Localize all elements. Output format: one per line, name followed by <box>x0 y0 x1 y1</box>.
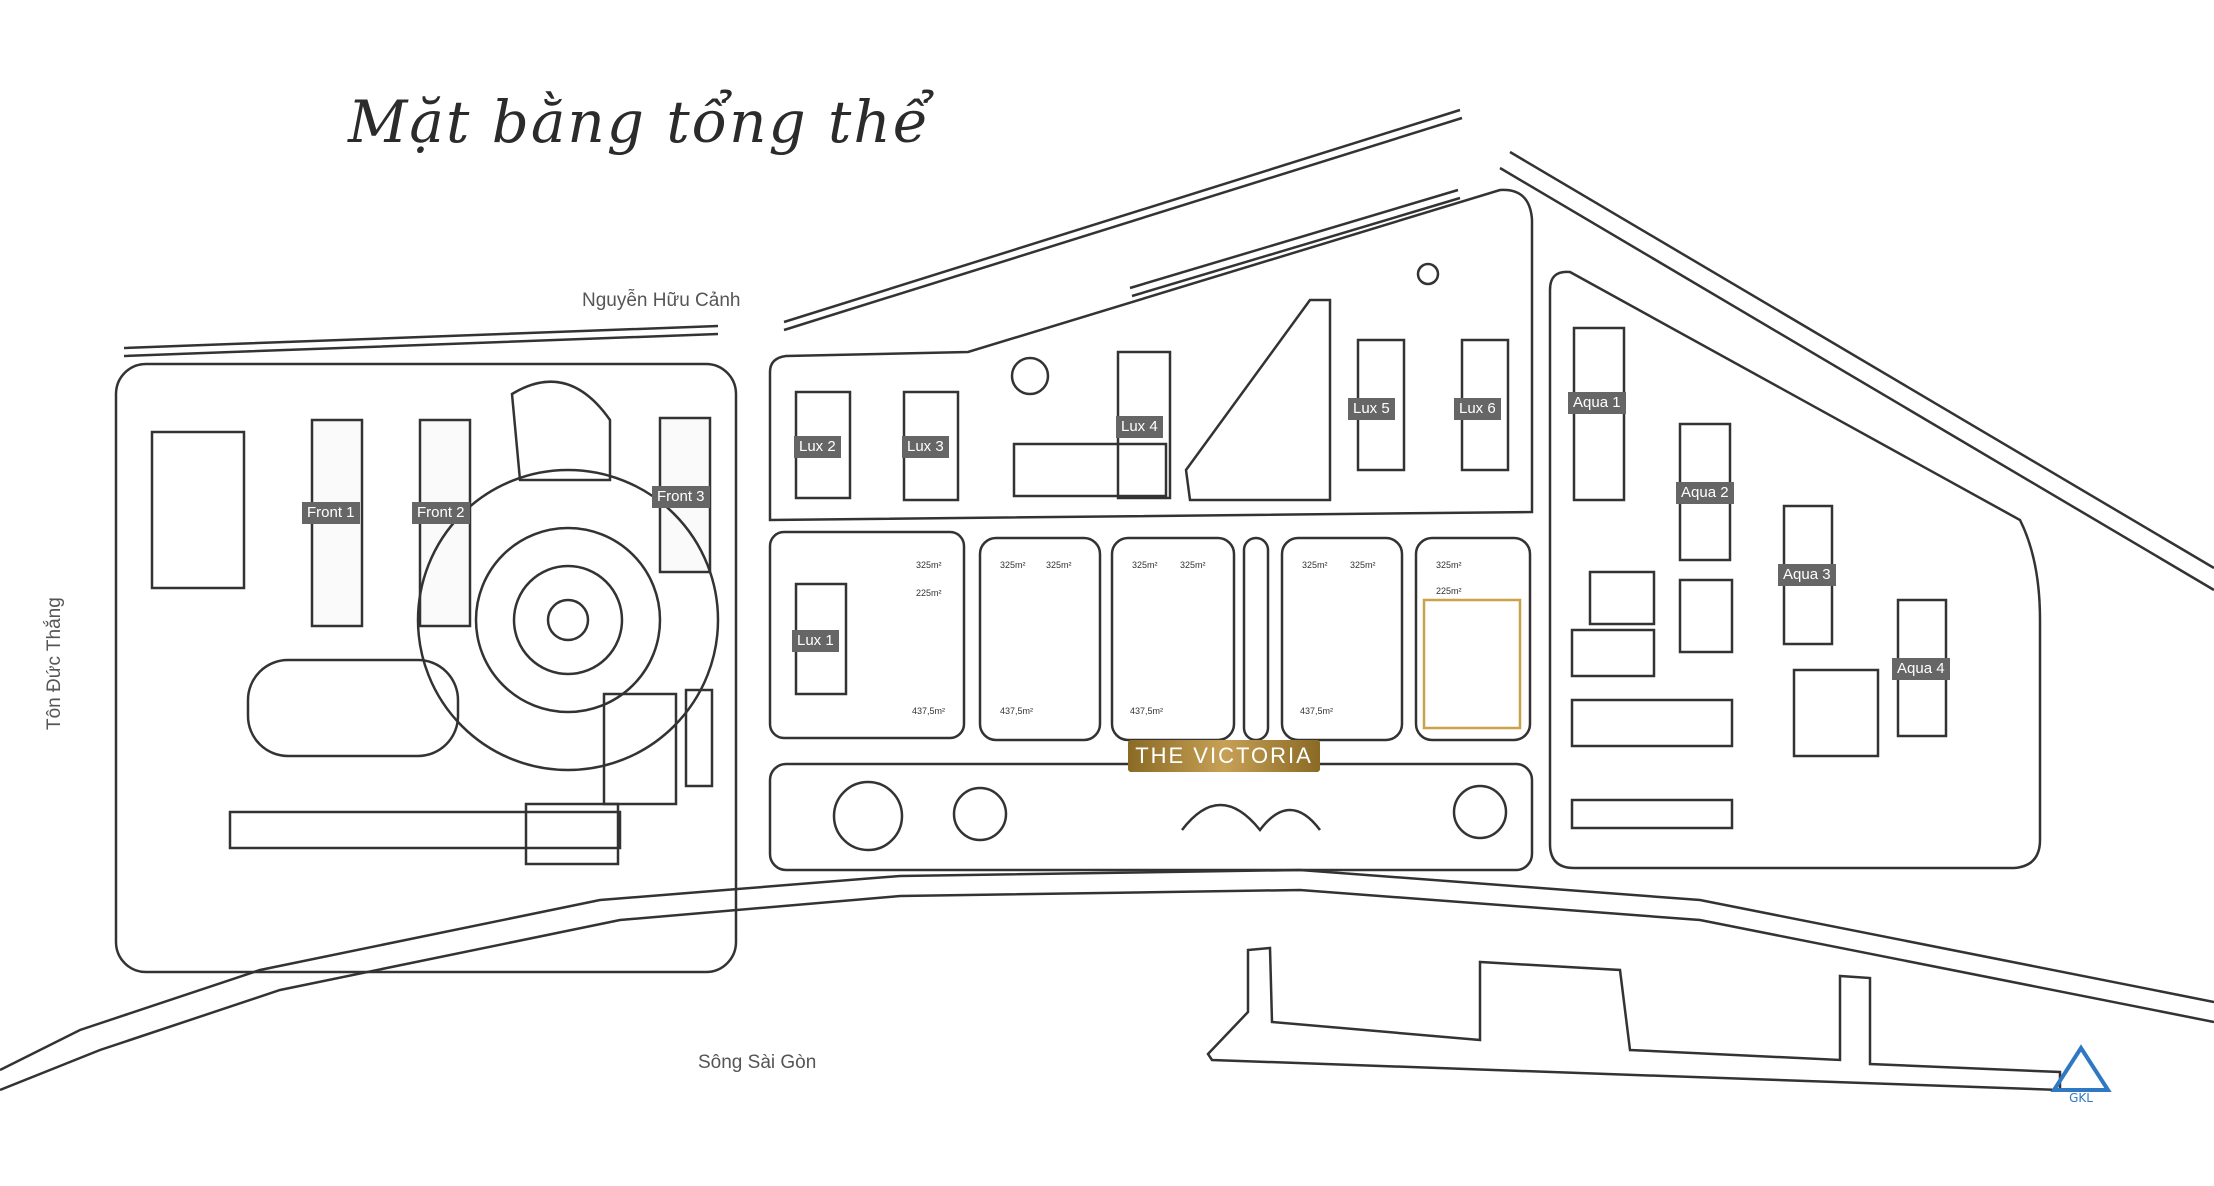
lot-area-label: 325m² <box>1000 560 1026 570</box>
lot-area-label: 325m² <box>1436 560 1462 570</box>
lot-area-label: 225m² <box>1436 586 1462 596</box>
road-nguyen-huu-canh <box>123 324 719 358</box>
building-label-lux6[interactable]: Lux 6 <box>1454 398 1501 420</box>
pier <box>1206 946 2062 1092</box>
park-south <box>768 762 1534 872</box>
gkl-logo: GKL <box>2050 1044 2112 1105</box>
building-label-aqua1[interactable]: Aqua 1 <box>1568 392 1626 414</box>
lot-area-label: 225m² <box>916 588 942 598</box>
lot-area-label: 325m² <box>1046 560 1072 570</box>
block-west <box>114 362 738 974</box>
building-label-lux4[interactable]: Lux 4 <box>1116 416 1163 438</box>
lot-area-label: 325m² <box>916 560 942 570</box>
block-townhouse-3 <box>1280 536 1404 742</box>
lot-area-label: 325m² <box>1132 560 1158 570</box>
lot-area-label: 325m² <box>1180 560 1206 570</box>
building-label-front1[interactable]: Front 1 <box>302 502 360 524</box>
project-label[interactable]: THE VICTORIA <box>1128 740 1320 772</box>
building-label-lux1[interactable]: Lux 1 <box>792 630 839 652</box>
lot-area-label: 437,5m² <box>912 706 946 716</box>
lot-area-label: 325m² <box>1350 560 1376 570</box>
road-perimeter <box>1499 150 2214 592</box>
svg-text:GKL: GKL <box>2069 1091 2093 1105</box>
page-title: Mặt bằng tổng thể <box>348 88 931 156</box>
block-aqua <box>1548 270 2042 870</box>
building-label-front2[interactable]: Front 2 <box>412 502 470 524</box>
road-east-diagonal <box>783 108 1463 332</box>
building-label-lux5[interactable]: Lux 5 <box>1348 398 1395 420</box>
lot-area-label: 437,5m² <box>1000 706 1034 716</box>
pool <box>246 658 460 758</box>
building-label-lux3[interactable]: Lux 3 <box>902 436 949 458</box>
lot-area-label: 437,5m² <box>1130 706 1164 716</box>
building-label-lux2[interactable]: Lux 2 <box>794 436 841 458</box>
building-label-aqua2[interactable]: Aqua 2 <box>1676 482 1734 504</box>
lot-area-label: 325m² <box>1302 560 1328 570</box>
building-label-front3[interactable]: Front 3 <box>652 486 710 508</box>
river-label: Sông Sài Gòn <box>698 1052 817 1073</box>
block-townhouse-4 <box>1414 536 1532 742</box>
block-townhouse-1 <box>978 536 1102 742</box>
street-label-ton-duc-thang: Tôn Đức Thắng <box>44 597 65 730</box>
lot-area-label: 437,5m² <box>1300 706 1334 716</box>
block-lux1 <box>768 530 966 740</box>
building-west-l <box>150 430 246 590</box>
building-aqua1 <box>1572 326 1626 502</box>
block-lux-north <box>768 188 1534 522</box>
building-label-aqua4[interactable]: Aqua 4 <box>1892 658 1950 680</box>
street-label-nguyen-huu-canh: Nguyễn Hữu Cảnh <box>582 290 741 311</box>
road-river <box>0 868 2214 1072</box>
building-label-aqua3[interactable]: Aqua 3 <box>1778 564 1836 586</box>
